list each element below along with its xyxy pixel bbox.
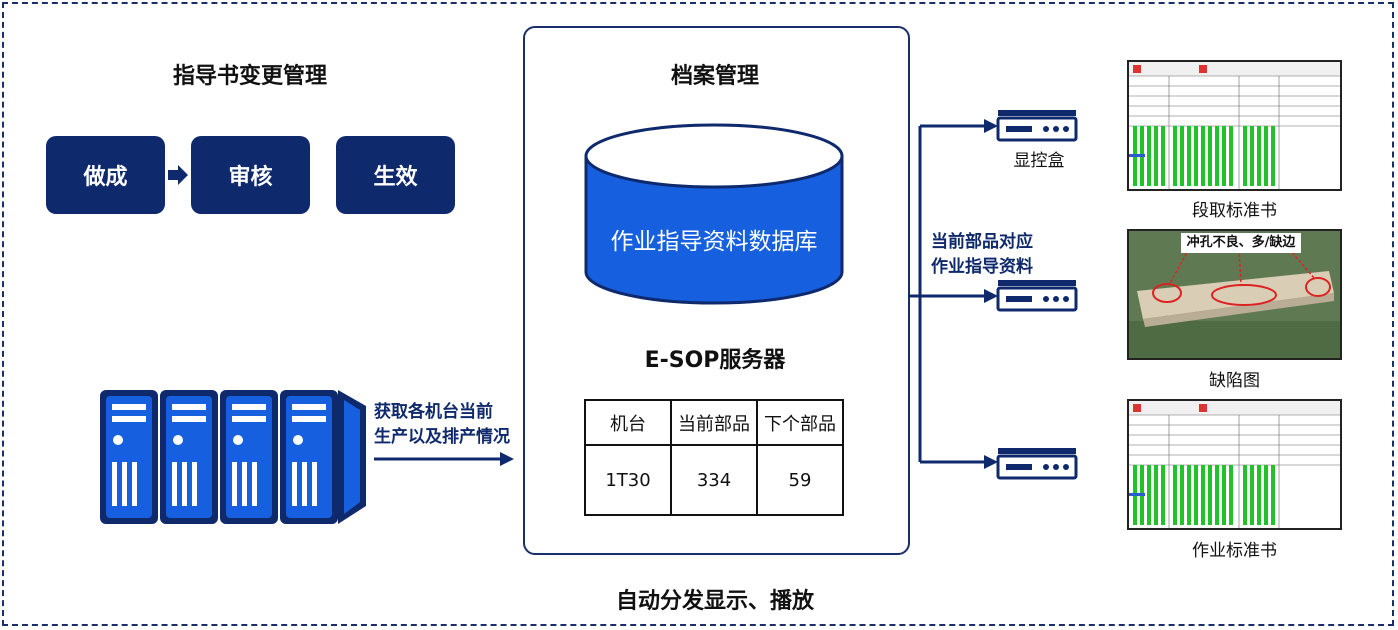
defect-overlay-text: 冲孔不良、多/缺边 [1186, 235, 1296, 250]
document-preview-image [1129, 401, 1340, 528]
current-part-docs-line-2: 作业指导资料 [931, 257, 1033, 277]
control-box-icon [996, 110, 1078, 142]
cell-current-part: 334 [670, 444, 758, 516]
document-preview-image [1129, 62, 1340, 189]
fetch-status-line-1: 获取各机台当前 [374, 402, 493, 422]
current-part-docs-label: 当前部品对应 作业指导资料 [931, 230, 1033, 280]
step-effective: 生效 [336, 136, 455, 214]
current-part-docs-line-1: 当前部品对应 [931, 232, 1033, 252]
cell-machine: 1T30 [584, 444, 672, 516]
distribution-connector [908, 119, 998, 469]
header-next-part: 下个部品 [756, 399, 844, 446]
step-arrow-icon [168, 165, 188, 185]
setup-standard-doc-label: 段取标准书 [1192, 201, 1277, 221]
fetch-arrow-icon [374, 452, 514, 466]
server-rack-icon [100, 390, 366, 524]
fetch-status-line-2: 生产以及排产情况 [374, 427, 510, 447]
work-standard-doc-thumbnail [1127, 399, 1342, 530]
cell-next-part: 59 [756, 444, 844, 516]
change-mgmt-title: 指导书变更管理 [172, 64, 327, 89]
defect-photo-image [1129, 231, 1340, 358]
setup-standard-doc-thumbnail [1127, 60, 1342, 191]
header-machine: 机台 [584, 399, 672, 446]
machine-status-table: 机台 当前部品 下个部品 1T30 334 59 [584, 399, 844, 516]
step-review: 审核 [191, 136, 310, 214]
step-create: 做成 [46, 136, 165, 214]
database-label: 作业指导资料数据库 [610, 229, 818, 255]
control-box-icon [996, 448, 1078, 480]
table-row: 1T30 334 59 [584, 444, 844, 516]
control-box-icon [996, 280, 1078, 312]
archive-panel [523, 26, 910, 555]
database-cylinder-icon [584, 123, 844, 305]
table-header-row: 机台 当前部品 下个部品 [584, 399, 844, 446]
control-box-label: 显控盒 [1013, 151, 1065, 171]
server-title: E-SOP服务器 [644, 348, 786, 373]
archive-title: 档案管理 [670, 64, 759, 89]
defect-image-label: 缺陷图 [1209, 371, 1260, 391]
defect-image-thumbnail: 冲孔不良、多/缺边 [1127, 229, 1342, 360]
work-standard-doc-label: 作业标准书 [1192, 541, 1277, 561]
bottom-caption: 自动分发显示、播放 [615, 589, 814, 614]
fetch-status-label: 获取各机台当前 生产以及排产情况 [374, 400, 510, 450]
header-current-part: 当前部品 [670, 399, 758, 446]
